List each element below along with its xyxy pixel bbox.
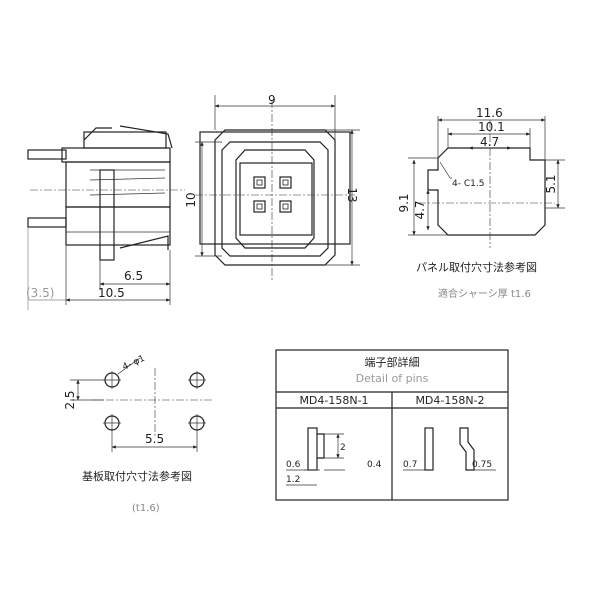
side-dim-6.5: 6.5 — [124, 269, 143, 283]
pin-detail-table: 端子部詳細 Detail of pins MD4-158N-1 MD4-158N… — [275, 349, 509, 501]
pin-1-drawing: 2 0.6 1.2 0.4 — [286, 427, 382, 486]
pin1-dim-w2: 1.2 — [286, 475, 300, 485]
pin-detail-title-en: Detail of pins — [356, 372, 429, 385]
panel-dim-w-mid: 10.1 — [478, 120, 505, 134]
pcb-caption: 基板取付穴寸法参考図 — [82, 469, 192, 483]
pcb-layout: 4- φ1 2.5 5.5 基板取付穴寸法参考図 (t1.6) — [63, 354, 214, 514]
pin2-dim-w2: 0.75 — [472, 460, 492, 470]
pin1-dim-t: 0.4 — [367, 460, 382, 470]
side-dim-10.5: 10.5 — [98, 286, 125, 300]
side-dim-ref: (3.5) — [26, 286, 54, 300]
pcb-dim-v: 2.5 — [63, 390, 77, 409]
pin2-dim-w1: 0.7 — [403, 460, 417, 470]
pin1-dim-w1: 0.6 — [286, 460, 301, 470]
pin-detail-title-jp: 端子部詳細 — [365, 355, 420, 369]
side-view: 6.5 10.5 (3.5) — [26, 125, 185, 310]
panel-thickness-note: 適合シャーシ厚 t1.6 — [438, 287, 531, 300]
front-dim-height-outer: 13 — [345, 187, 359, 202]
panel-dim-h-inner: 4.7 — [413, 200, 427, 219]
pcb-hole — [188, 371, 206, 389]
pin-model-2: MD4-158N-2 — [415, 394, 484, 407]
panel-chamfer-label: 4- C1.5 — [452, 179, 484, 189]
front-view: 9 10 13 — [184, 93, 360, 280]
pin1-dim-h: 2 — [340, 443, 346, 453]
pcb-thickness-note: (t1.6) — [132, 503, 160, 514]
panel-cutout: 11.6 10.1 4.7 9.1 4.7 5.1 4- C1.5 パネル取付穴… — [397, 106, 565, 300]
pin-2-drawing: 0.7 0.75 — [403, 427, 496, 471]
panel-dim-h-right: 5.1 — [544, 174, 558, 193]
panel-dim-w-inner: 4.7 — [480, 135, 499, 149]
panel-caption: パネル取付穴寸法参考図 — [416, 260, 537, 274]
pcb-hole — [188, 414, 206, 432]
pcb-dim-h: 5.5 — [145, 432, 164, 446]
panel-dim-h-outer: 9.1 — [397, 193, 411, 212]
pcb-hole-label: 4- φ1 — [121, 354, 147, 373]
pcb-hole — [103, 371, 121, 389]
pcb-hole — [103, 414, 121, 432]
front-dim-height-inner: 10 — [184, 192, 198, 207]
panel-dim-w-outer: 11.6 — [476, 106, 503, 120]
pin-model-1: MD4-158N-1 — [299, 394, 368, 407]
front-dim-width: 9 — [268, 93, 276, 107]
